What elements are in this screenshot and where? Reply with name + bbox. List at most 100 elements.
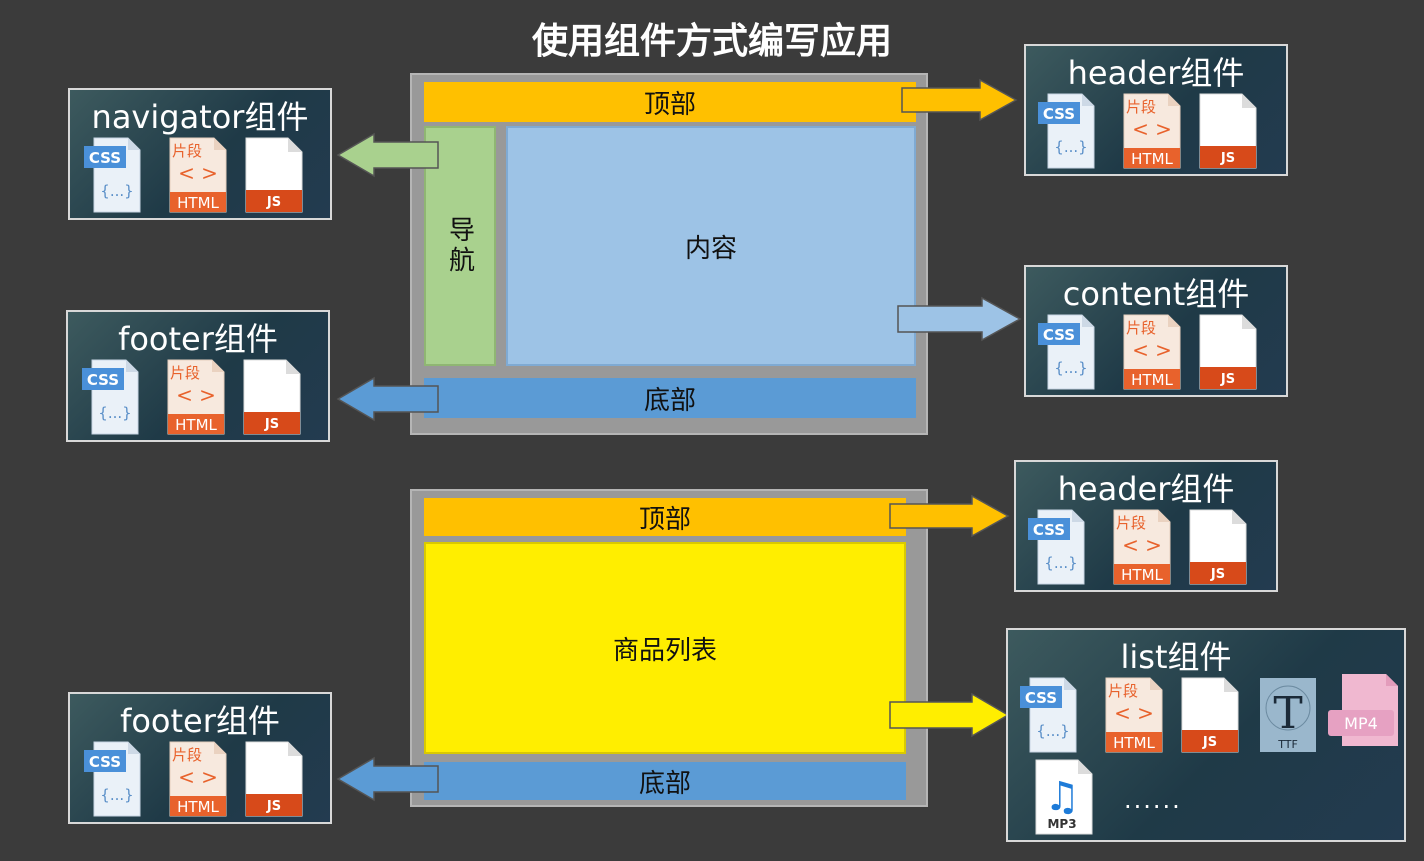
card-title: navigator组件 [91, 98, 309, 136]
js-file-icon: JS [245, 137, 303, 213]
page-title: 使用组件方式编写应用 [531, 21, 892, 62]
js-file-icon: JS [1181, 677, 1239, 753]
icon-row: CSS {...} 片段 < > HTML JS [82, 356, 322, 442]
header-component-card-2: header组件 CSS {...} 片段 < > HTML JS [1014, 460, 1278, 592]
svg-text:MP3: MP3 [1047, 817, 1076, 831]
svg-text:JS: JS [1220, 151, 1235, 166]
html-snippet-icon: 片段 < > HTML [169, 137, 227, 213]
card-title: header组件 [1057, 470, 1235, 508]
svg-text:CSS: CSS [1025, 689, 1057, 707]
svg-text:< >: < > [178, 161, 218, 185]
mp4-video-icon: MP4 [1328, 674, 1398, 746]
bottom-header-block: 顶部 [424, 498, 906, 536]
css-file-icon: CSS {...} [84, 741, 141, 817]
card-title: list组件 [1120, 638, 1232, 676]
svg-text:HTML: HTML [175, 416, 217, 434]
top-header-block: 顶部 [424, 82, 916, 122]
js-file-icon: JS [1199, 93, 1257, 169]
svg-text:HTML: HTML [1131, 371, 1173, 389]
svg-text:片段: 片段 [172, 746, 202, 764]
js-file-icon: JS [245, 741, 303, 817]
footer-component-card-1: footer组件 CSS {...} 片段 < > HTML JS [66, 310, 330, 442]
list-component-card: list组件 CSS {...} 片段 < > HTML JS T TTF MP… [1006, 628, 1406, 842]
icon-row: CSS {...} 片段 < > HTML JS [1028, 506, 1268, 592]
svg-text:片段: 片段 [1126, 98, 1156, 116]
js-file-icon: JS [243, 359, 301, 435]
bottom-footer-block: 底部 [424, 762, 906, 800]
card-title: footer组件 [118, 320, 278, 358]
svg-text:CSS: CSS [87, 371, 119, 389]
svg-text:♫: ♫ [1044, 774, 1080, 820]
svg-text:< >: < > [1132, 117, 1172, 141]
svg-text:< >: < > [1122, 533, 1162, 557]
top-footer-block: 底部 [424, 378, 916, 418]
html-snippet-icon: 片段 < > HTML [169, 741, 227, 817]
icon-row: CSS {...} 片段 < > HTML JS T TTF MP4 ♫ MP3 [1020, 674, 1404, 844]
svg-text:{...}: {...} [1036, 722, 1069, 740]
css-file-icon: CSS {...} [1038, 93, 1095, 169]
svg-text:片段: 片段 [1116, 514, 1146, 532]
footer-component-card-2: footer组件 CSS {...} 片段 < > HTML JS [68, 692, 332, 824]
card-title: footer组件 [120, 702, 280, 740]
svg-text:{...}: {...} [100, 786, 133, 804]
card-title: content组件 [1062, 275, 1250, 313]
css-file-icon: CSS {...} [84, 137, 141, 213]
css-file-icon: CSS {...} [82, 359, 139, 435]
svg-text:片段: 片段 [1108, 682, 1138, 700]
svg-text:HTML: HTML [1113, 734, 1155, 752]
more-ellipsis: ...... [1124, 786, 1182, 814]
html-snippet-icon: 片段 < > HTML [1113, 509, 1171, 585]
mp3-audio-icon: ♫ MP3 [1035, 759, 1093, 835]
svg-text:HTML: HTML [1121, 566, 1163, 584]
top-content-block: 内容 [506, 126, 916, 366]
svg-text:JS: JS [1202, 735, 1217, 750]
svg-text:CSS: CSS [89, 753, 121, 771]
svg-text:TTF: TTF [1277, 738, 1298, 751]
arrow-to-header2 [889, 494, 1010, 538]
content-component-card: content组件 CSS {...} 片段 < > HTML JS [1024, 265, 1288, 397]
svg-text:< >: < > [176, 383, 216, 407]
icon-row: CSS {...} 片段 < > HTML JS [84, 738, 324, 824]
svg-text:片段: 片段 [1126, 319, 1156, 337]
svg-text:HTML: HTML [1131, 150, 1173, 168]
css-file-icon: CSS {...} [1028, 509, 1085, 585]
svg-text:HTML: HTML [177, 798, 219, 816]
js-file-icon: JS [1189, 509, 1247, 585]
arrow-to-list [889, 692, 1010, 738]
svg-text:CSS: CSS [1033, 521, 1065, 539]
top-nav-block: 导航 [424, 126, 496, 366]
css-file-icon: CSS {...} [1038, 314, 1095, 390]
svg-text:{...}: {...} [98, 404, 131, 422]
arrow-to-footer2 [336, 756, 439, 802]
html-snippet-icon: 片段 < > HTML [1105, 677, 1163, 753]
svg-text:JS: JS [1210, 567, 1225, 582]
svg-text:片段: 片段 [172, 142, 202, 160]
arrow-to-footer1 [336, 376, 439, 422]
icon-row: CSS {...} 片段 < > HTML JS [84, 134, 324, 220]
svg-text:< >: < > [178, 765, 218, 789]
html-snippet-icon: 片段 < > HTML [167, 359, 225, 435]
svg-text:< >: < > [1114, 701, 1154, 725]
ttf-font-icon: T TTF [1260, 678, 1316, 752]
card-title: header组件 [1067, 54, 1245, 92]
svg-text:MP4: MP4 [1344, 714, 1378, 733]
svg-text:CSS: CSS [89, 149, 121, 167]
svg-text:片段: 片段 [170, 364, 200, 382]
bottom-list-block: 商品列表 [424, 542, 906, 754]
svg-text:CSS: CSS [1043, 326, 1075, 344]
svg-text:{...}: {...} [100, 182, 133, 200]
svg-text:T: T [1273, 688, 1302, 739]
svg-text:< >: < > [1132, 338, 1172, 362]
svg-text:JS: JS [266, 195, 281, 210]
html-snippet-icon: 片段 < > HTML [1123, 314, 1181, 390]
nav-label: 导航 [444, 216, 475, 276]
css-file-icon: CSS {...} [1020, 677, 1077, 753]
svg-text:{...}: {...} [1044, 554, 1077, 572]
arrow-to-content [897, 296, 1022, 342]
navigator-component-card: navigator组件 CSS {...} 片段 < > HTML JS [68, 88, 332, 220]
arrow-to-navigator [336, 132, 439, 178]
svg-text:{...}: {...} [1054, 138, 1087, 156]
html-snippet-icon: 片段 < > HTML [1123, 93, 1181, 169]
icon-row: CSS {...} 片段 < > HTML JS [1038, 90, 1278, 176]
svg-text:HTML: HTML [177, 194, 219, 212]
